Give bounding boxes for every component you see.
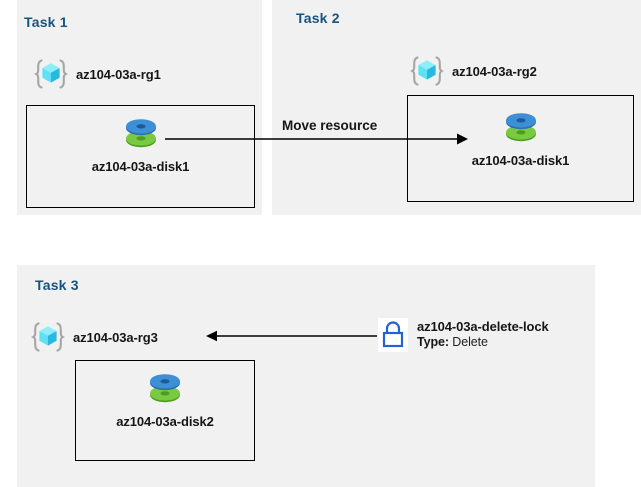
resource-group-label-rg2: az104-03a-rg2 xyxy=(452,63,537,79)
disk-label-task2: az104-03a-disk1 xyxy=(471,153,570,168)
resource-group-label-rg3: az104-03a-rg3 xyxy=(73,329,158,345)
task-title-task1: Task 1 xyxy=(24,14,68,30)
disk-node-task1: az104-03a-disk1 xyxy=(26,114,255,174)
resource-group-icon xyxy=(410,54,444,88)
resource-group-node-rg2: az104-03a-rg2 xyxy=(410,54,537,88)
connector-lock-to-rg3 xyxy=(205,326,377,346)
lock-label: az104-03a-delete-lock xyxy=(417,319,549,334)
disk-node-task2: az104-03a-disk1 xyxy=(407,108,634,168)
disk-label-task3: az104-03a-disk2 xyxy=(116,414,214,429)
connector-move-resource xyxy=(165,126,471,152)
lock-type-key: Type: xyxy=(417,335,449,350)
lock-type-row: Type: Delete xyxy=(417,335,549,351)
task-title-task2: Task 2 xyxy=(296,10,340,26)
managed-disk-icon xyxy=(502,108,540,148)
resource-group-node-rg1: az104-03a-rg1 xyxy=(34,57,161,91)
connector-label-move-resource: Move resource xyxy=(282,118,378,133)
task-title-task3: Task 3 xyxy=(35,277,79,293)
disk-node-task3: az104-03a-disk2 xyxy=(75,369,255,429)
resource-group-icon xyxy=(31,320,65,354)
resource-group-label-rg1: az104-03a-rg1 xyxy=(76,66,161,82)
resource-group-icon xyxy=(34,57,68,91)
resource-group-node-rg3: az104-03a-rg3 xyxy=(31,320,158,354)
resource-box-task3 xyxy=(75,360,255,461)
lock-node: az104-03a-delete-lock Type: Delete xyxy=(378,318,549,352)
disk-label-task1: az104-03a-disk1 xyxy=(91,159,190,174)
lock-type-value: Delete xyxy=(452,335,488,350)
resource-box-task2 xyxy=(407,95,634,202)
managed-disk-icon xyxy=(122,114,160,154)
managed-disk-icon xyxy=(146,369,184,409)
lock-icon xyxy=(378,318,408,352)
